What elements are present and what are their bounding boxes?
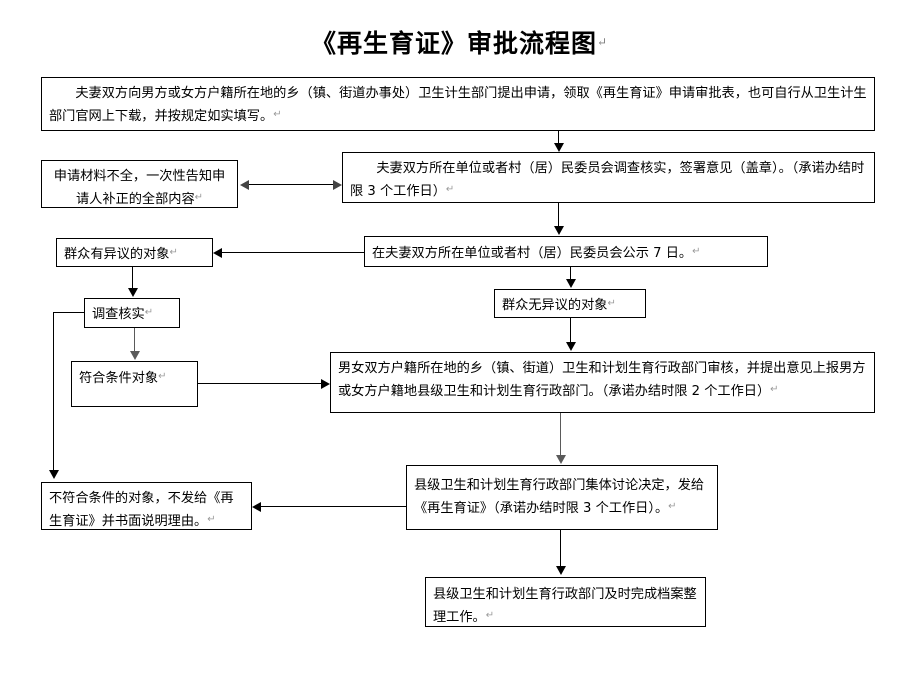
edge-unit-verification-to-publicity — [558, 203, 559, 226]
edge-has-objection-to-investigate — [132, 267, 133, 289]
paragraph-mark-icon: ↵ — [445, 184, 455, 195]
arrowhead-down-icon — [556, 455, 566, 464]
page-title-text: 《再生育证》审批流程图 — [310, 29, 597, 58]
paragraph-mark-icon: ↵ — [607, 298, 616, 309]
node-township-review[interactable]: 男女双方户籍所在地的乡（镇、街道）卫生和计划生育行政部门审核，并提出意见上报男方… — [330, 352, 875, 413]
paragraph-mark-icon: ↵ — [770, 384, 779, 395]
paragraph-mark-icon: ↵ — [668, 501, 677, 512]
edge-apply-to-unit-verification — [558, 131, 559, 145]
paragraph-mark-icon: ↵ — [158, 371, 167, 382]
edge-county-decision-to-archive — [560, 530, 561, 566]
arrowhead-down-icon — [130, 351, 140, 360]
arrowhead-down-icon — [49, 470, 59, 479]
node-no-objection-text: 群众无异议的对象 — [502, 298, 608, 313]
paragraph-mark-icon: ↵ — [596, 35, 609, 49]
node-archive[interactable]: 县级卫生和计划生育行政部门及时完成档案整理工作。↵ — [425, 577, 706, 627]
edge-county-decision-to-unqualified — [261, 506, 407, 507]
paragraph-mark-icon: ↵ — [692, 246, 701, 257]
page-title: 《再生育证》审批流程图↵ — [0, 26, 919, 60]
node-archive-text: 县级卫生和计划生育行政部门及时完成档案整理工作。 — [433, 587, 697, 625]
node-county-decision[interactable]: 县级卫生和计划生育行政部门集体讨论决定，发给《再生育证》（承诺办结时限 3 个工… — [406, 465, 718, 530]
arrowhead-down-icon — [554, 143, 564, 152]
arrowhead-down-icon — [556, 566, 566, 575]
arrowhead-down-icon — [566, 279, 576, 288]
node-apply-text: 夫妻双方向男方或女方户籍所在地的乡（镇、街道办事处）卫生计生部门提出申请，领取《… — [49, 86, 867, 124]
node-township-review-text: 男女双方户籍所在地的乡（镇、街道）卫生和计划生育行政部门审核，并提出意见上报男方… — [338, 361, 866, 399]
node-has-objection[interactable]: 群众有异议的对象↵ — [56, 238, 213, 267]
node-publicity[interactable]: 在夫妻双方所在单位或者村（居）民委员会公示 7 日。↵ — [364, 236, 768, 267]
node-incomplete-materials-text: 申请材料不全，一次性告知申请人补正的全部内容 — [53, 169, 226, 207]
edge-qualified-to-township-review — [198, 383, 322, 384]
paragraph-mark-icon: ↵ — [207, 514, 216, 525]
edge-publicity-to-has-objection — [222, 252, 364, 253]
arrowhead-down-icon — [128, 288, 138, 297]
node-no-objection[interactable]: 群众无异议的对象↵ — [494, 289, 646, 318]
edge-investigate-to-unqualified-horizontal — [53, 312, 85, 313]
node-qualified[interactable]: 符合条件对象↵ — [71, 361, 198, 407]
node-unqualified[interactable]: 不符合条件的对象，不发给《再生育证》并书面说明理由。↵ — [41, 482, 252, 530]
paragraph-mark-icon: ↵ — [169, 247, 178, 258]
edge-township-review-to-county-decision — [560, 413, 561, 455]
node-unqualified-text: 不符合条件的对象，不发给《再生育证》并书面说明理由。 — [49, 491, 234, 529]
node-county-decision-text: 县级卫生和计划生育行政部门集体讨论决定，发给《再生育证》（承诺办结时限 3 个工… — [414, 478, 705, 516]
arrowhead-right-icon — [333, 180, 342, 190]
arrowhead-left-icon — [252, 502, 261, 512]
edge-unit-verification-to-incomplete — [247, 184, 333, 185]
paragraph-mark-icon: ↵ — [194, 192, 204, 203]
arrowhead-left-icon — [213, 248, 222, 258]
node-apply[interactable]: 夫妻双方向男方或女方户籍所在地的乡（镇、街道办事处）卫生计生部门提出申请，领取《… — [41, 77, 875, 131]
edge-no-objection-to-township-review — [570, 318, 571, 342]
node-investigate-text: 调查核实 — [92, 307, 145, 322]
node-qualified-text: 符合条件对象 — [79, 371, 159, 386]
node-incomplete-materials[interactable]: 申请材料不全，一次性告知申请人补正的全部内容↵ — [41, 160, 238, 208]
node-unit-verification-text: 夫妻双方所在单位或者村（居）民委员会调查核实，签署意见（盖章）。（承诺办结时限 … — [350, 161, 865, 199]
node-publicity-text: 在夫妻双方所在单位或者村（居）民委员会公示 7 日。 — [372, 246, 693, 261]
node-unit-verification[interactable]: 夫妻双方所在单位或者村（居）民委员会调查核实，签署意见（盖章）。（承诺办结时限 … — [342, 152, 875, 203]
paragraph-mark-icon: ↵ — [273, 109, 282, 120]
node-has-objection-text: 群众有异议的对象 — [64, 247, 170, 262]
edge-investigate-to-qualified — [134, 328, 135, 352]
arrowhead-left-icon — [240, 180, 249, 190]
arrowhead-down-icon — [554, 226, 564, 235]
node-investigate[interactable]: 调查核实↵ — [84, 298, 180, 328]
arrowhead-down-icon — [566, 342, 576, 351]
arrowhead-right-icon — [321, 379, 330, 389]
edge-investigate-to-unqualified-vertical — [53, 312, 54, 470]
edge-publicity-to-no-objection — [570, 267, 571, 279]
paragraph-mark-icon: ↵ — [485, 610, 495, 621]
paragraph-mark-icon: ↵ — [144, 307, 154, 318]
